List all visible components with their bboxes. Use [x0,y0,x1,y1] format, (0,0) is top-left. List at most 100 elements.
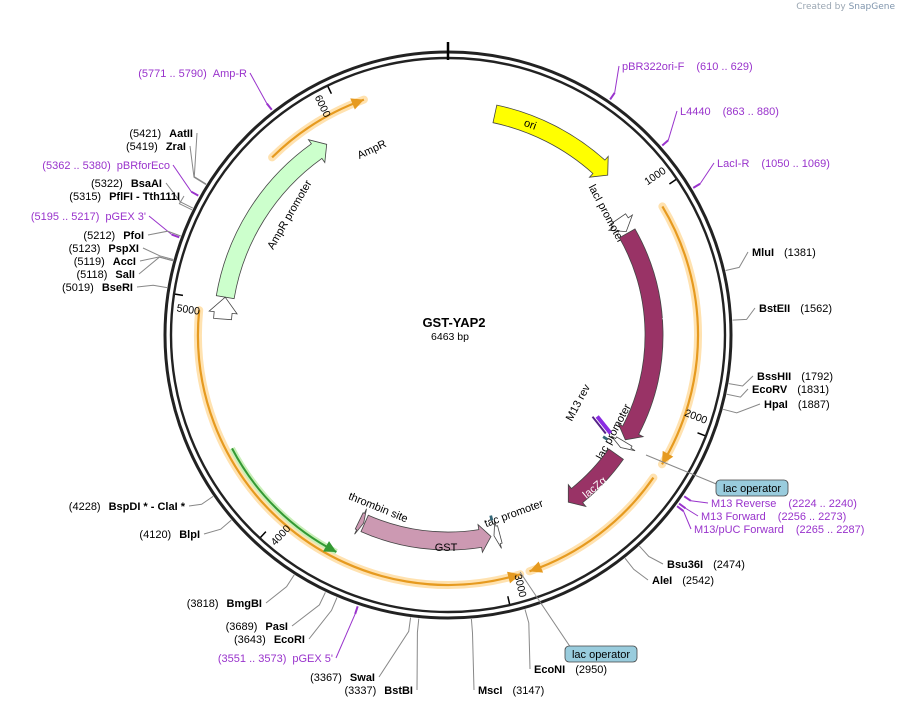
feature-lacz[interactable] [567,448,624,508]
primer-name: M13 Reverse [711,498,776,510]
site-leader-line [203,519,232,535]
orf-arc [196,309,521,587]
site-leader-line [732,307,756,321]
site-name: SwaI [350,672,375,684]
site-leader-line [165,182,194,209]
site-label-sali[interactable]: (5118)SalI [76,269,135,281]
site-label-pflfi-tth111i[interactable]: (5315)PflFI - Tth111I [69,191,180,203]
primer-label-m13-forward[interactable]: M13 Forward(2256 .. 2273) [701,511,846,523]
feature-label-m13-rev: M13 rev [564,382,593,423]
site-label-pfoi[interactable]: (5212)PfoI [83,230,144,242]
feature-laci-promoter[interactable] [607,213,634,233]
primer-label-laci-r[interactable]: LacI-R (1050 .. 1069) [717,158,830,170]
site-label-ecorv[interactable]: EcoRV(1831) [752,384,829,396]
feature-ampr[interactable] [215,139,328,300]
primer-leader-line [249,72,268,104]
site-label-mlui[interactable]: MluI(1381) [752,247,816,259]
primer-label-pbrforeco[interactable]: (5362 .. 5380)pBRforEco [42,160,170,172]
site-name: PfoI [123,230,144,242]
site-label-swai[interactable]: (3367) SwaI [310,672,375,684]
site-position: (4228) [69,501,101,513]
site-position: (5421) [129,128,161,140]
site-label-pspxi[interactable]: (5123) PspXI [69,243,139,255]
plasmid-length: 6463 bp [431,331,469,343]
site-leader-line [624,557,649,581]
site-position: (1792) [801,371,833,383]
lac-operator-box[interactable] [564,645,638,663]
site-name: AccI [113,256,136,268]
feature-laci[interactable] [617,228,664,441]
site-name: BsaAI [131,178,162,190]
lac-operator-box[interactable] [715,479,789,497]
lac-operator-glyph [602,435,609,441]
site-position: (5019) [62,282,94,294]
site-position: (1381) [784,247,816,259]
site-label-bsaai[interactable]: (5322)BsaAI [91,178,162,190]
primer-site-marker [692,182,701,189]
feature-tac-promoter[interactable] [493,521,503,549]
site-label-bseri[interactable]: (5019)BseRI [62,282,133,294]
site-label-bsteii[interactable]: BstEII(1562) [759,303,832,315]
site-label-pasi[interactable]: (3689)PasI [226,621,288,633]
site-name: EcoRI [274,634,305,646]
site-name: PspXI [108,243,139,255]
feature-m13-rev-primer[interactable] [595,415,613,435]
feature-ori[interactable] [492,104,609,178]
primer-leader-line [172,164,192,192]
primer-label-pbr322ori-f[interactable]: pBR322ori-F(610 .. 629) [622,61,753,73]
site-leader-line [193,132,207,185]
primer-range: (3551 .. 3573) [218,653,287,665]
feature-gst[interactable] [360,514,492,554]
site-leader-line [291,592,326,627]
primer-label-pgex-3[interactable]: (5195 .. 5217)pGEX 3' [31,211,146,223]
site-position: (2474) [713,559,745,571]
feature-label-laci-promoter: lacI promoter [586,183,627,246]
site-label-alei[interactable]: AleI(2542) [652,575,714,587]
site-leader-line [136,284,168,289]
site-position: (5419) [126,141,158,153]
feature-ampr-promoter[interactable] [208,296,238,321]
site-leader-line [470,618,475,691]
site-leader-line [726,388,749,398]
site-label-acci[interactable]: (5119)AccI [74,256,136,268]
ruler-tick [174,293,184,297]
primer-range: (2265 .. 2287) [796,524,865,536]
primer-leader-line [335,613,356,659]
site-label-bmgbi[interactable]: (3818)BmgBI [187,598,262,610]
primer-leader-line [683,510,692,530]
site-label-bsu36i[interactable]: Bsu36I(2474) [667,559,745,571]
site-label-blpi[interactable]: (4120)BlpI [139,529,200,541]
feature-label-gst: GST [435,542,458,554]
site-label-bspdi-clai[interactable]: (4228)BspDI * - ClaI * [69,501,186,513]
lac-operator-label: lac operator [723,483,781,495]
site-position: (3367) [310,672,342,684]
site-leader-line [188,495,214,507]
site-leader-line [147,230,181,237]
site-position: (5123) [69,243,101,255]
site-label-aatii[interactable]: (5421)AatII [129,128,193,140]
primer-range: (1050 .. 1069) [761,158,830,170]
site-label-hpai[interactable]: HpaI(1887) [764,399,830,411]
site-label-msci[interactable]: MscI(3147) [478,685,544,697]
site-leader-line [639,545,664,565]
primer-name: LacI-R [717,158,749,170]
site-name: EcoNI [534,664,565,676]
site-label-econi[interactable]: EcoNI(2950) [534,664,607,676]
ruler-tick-label: 2000 [683,407,709,427]
feature-lac-promoter[interactable] [610,435,636,452]
feature-thrombin-site[interactable] [354,508,367,535]
operator-leader-line [645,454,727,489]
site-label-zrai[interactable]: (5419)ZraI [126,141,186,153]
primer-label-pgex-5[interactable]: (3551 .. 3573)pGEX 5' [218,653,333,665]
primer-label-m13-puc-forward[interactable]: M13/pUC Forward(2265 .. 2287) [694,524,864,536]
site-label-bstbi[interactable]: (3337)BstBI [344,685,413,697]
site-label-bsshii[interactable]: BssHII(1792) [757,371,833,383]
primer-label-m13-reverse[interactable]: M13 Reverse(2224 .. 2240) [711,498,857,510]
primer-label-l4440[interactable]: L4440(863 .. 880) [680,106,779,118]
primer-label-amp-r[interactable]: (5771 .. 5790)Amp-R [138,68,247,80]
site-name: EcoRV [752,384,788,396]
site-label-ecori[interactable]: (3643)EcoRI [234,634,305,646]
site-leader-line [142,247,174,260]
primer-leader-line [667,110,678,141]
site-position: (3689) [226,621,258,633]
